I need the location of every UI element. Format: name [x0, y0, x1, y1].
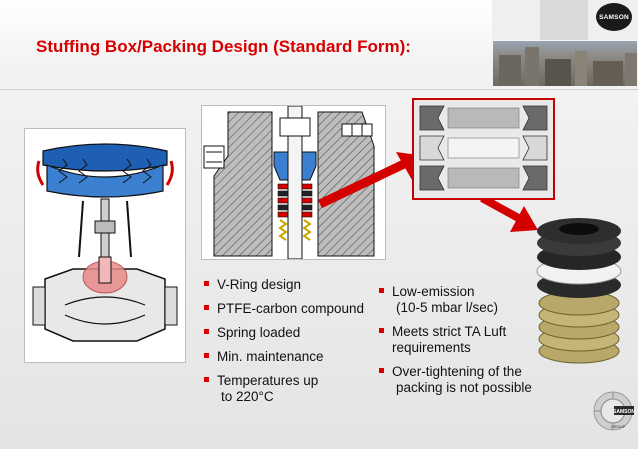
header-divider [0, 89, 638, 90]
arrow-to-photo [480, 194, 538, 232]
feature-list-left: V-Ring design PTFE-carbon compound Sprin… [204, 277, 364, 405]
list-item: Low-emission (10-5 mbar l/sec) [379, 284, 532, 316]
list-item: Temperatures up to 220°C [204, 373, 364, 405]
list-item-line: requirements [392, 340, 471, 355]
samson-logo: SAMSON [596, 3, 632, 31]
list-item-line: Meets strict TA Luft [392, 324, 507, 339]
list-item-line: Over-tightening of the [392, 364, 522, 379]
list-item: V-Ring design [204, 277, 364, 293]
list-item: PTFE-carbon compound [204, 301, 364, 317]
feature-list-right: Low-emission (10-5 mbar l/sec) Meets str… [379, 284, 532, 396]
list-item: Min. maintenance [204, 349, 364, 365]
list-item-line: (10-5 mbar l/sec) [396, 300, 499, 315]
samson-group-logo: SAMSON GROUP [592, 390, 635, 432]
list-item-line: Low-emission [392, 284, 475, 299]
list-item: Meets strict TA Luft requirements [379, 324, 532, 356]
list-item: Over-tightening of the packing is not po… [379, 364, 532, 396]
v-ring-closeup-image [412, 98, 555, 200]
group-logo-text: SAMSON [613, 409, 634, 415]
decor-square [492, 0, 540, 40]
valve-diagram [24, 128, 186, 363]
list-item-line: packing is not possible [396, 380, 532, 395]
decor-square [540, 0, 588, 40]
packing-photo [527, 213, 630, 365]
list-item-line: to 220°C [221, 389, 274, 404]
city-aerial-photo [493, 41, 637, 86]
list-item: Spring loaded [204, 325, 364, 341]
page-title: Stuffing Box/Packing Design (Standard Fo… [36, 37, 411, 56]
group-label: GROUP [611, 424, 626, 429]
logo-text: SAMSON [599, 13, 629, 21]
list-item-line: Temperatures up [217, 373, 319, 388]
